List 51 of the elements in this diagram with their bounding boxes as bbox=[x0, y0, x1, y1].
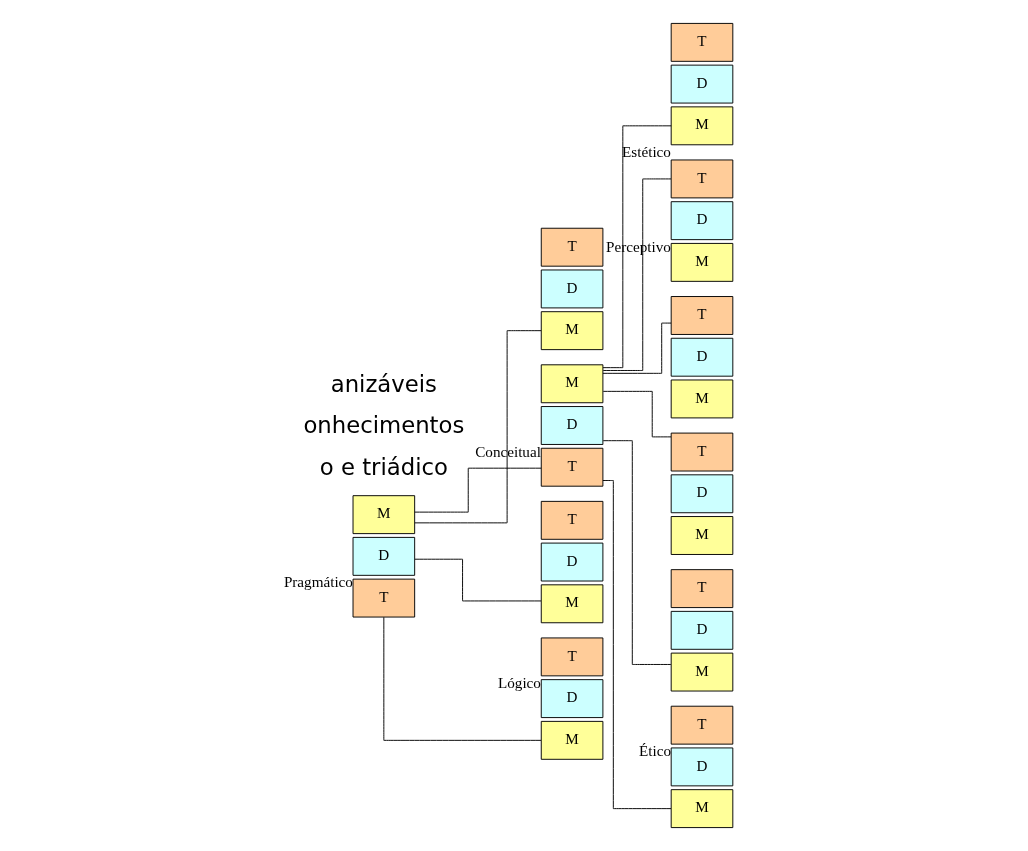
connector bbox=[414, 467, 542, 513]
node-box: M bbox=[540, 364, 604, 404]
node-box: M bbox=[670, 379, 734, 419]
connector bbox=[602, 178, 672, 371]
node-box: M bbox=[540, 720, 604, 760]
node-label: Estético bbox=[622, 142, 671, 160]
label: anizáveis bbox=[330, 370, 437, 397]
node-box: M bbox=[670, 789, 734, 829]
node-box: T bbox=[670, 569, 734, 609]
node-label: Conceitual bbox=[475, 442, 541, 460]
node-box: T bbox=[540, 227, 604, 267]
node-box: M bbox=[540, 311, 604, 351]
node-box: T bbox=[540, 637, 604, 677]
connector bbox=[602, 440, 672, 665]
label: onhecimentos bbox=[303, 412, 465, 439]
node-box: T bbox=[670, 705, 734, 745]
node-box: T bbox=[352, 578, 416, 618]
node-box: D bbox=[670, 610, 734, 650]
node-box: D bbox=[352, 536, 416, 576]
node-box: T bbox=[540, 447, 604, 487]
node-box: M bbox=[670, 516, 734, 555]
node-label: Lógico bbox=[497, 674, 541, 691]
node-box: M bbox=[670, 242, 734, 282]
node-box: D bbox=[540, 679, 604, 719]
node-box: D bbox=[540, 542, 604, 582]
node-box: D bbox=[670, 337, 734, 377]
connector bbox=[602, 322, 672, 374]
node-box: D bbox=[540, 269, 604, 309]
connector bbox=[602, 125, 672, 369]
node-box: T bbox=[670, 432, 734, 472]
node-box: M bbox=[670, 106, 734, 146]
node-label: Pragmático bbox=[283, 573, 353, 591]
node-box: D bbox=[670, 201, 734, 241]
node-box: T bbox=[670, 159, 734, 199]
node-box: T bbox=[670, 296, 734, 335]
node-box: D bbox=[540, 406, 604, 445]
connector bbox=[414, 558, 542, 602]
connector bbox=[602, 480, 672, 810]
node-label: Ético bbox=[639, 742, 672, 760]
label: o e triádico bbox=[319, 454, 448, 480]
node-box: M bbox=[670, 652, 734, 692]
node-box: M bbox=[540, 584, 604, 624]
connector bbox=[414, 330, 542, 524]
node-box: M bbox=[352, 495, 416, 535]
node-box: T bbox=[540, 500, 604, 540]
node-box: D bbox=[670, 747, 734, 787]
connector bbox=[383, 616, 542, 741]
node-box: D bbox=[670, 64, 734, 104]
node-box: T bbox=[670, 22, 734, 62]
node-box: D bbox=[670, 474, 734, 514]
connector bbox=[602, 390, 672, 438]
